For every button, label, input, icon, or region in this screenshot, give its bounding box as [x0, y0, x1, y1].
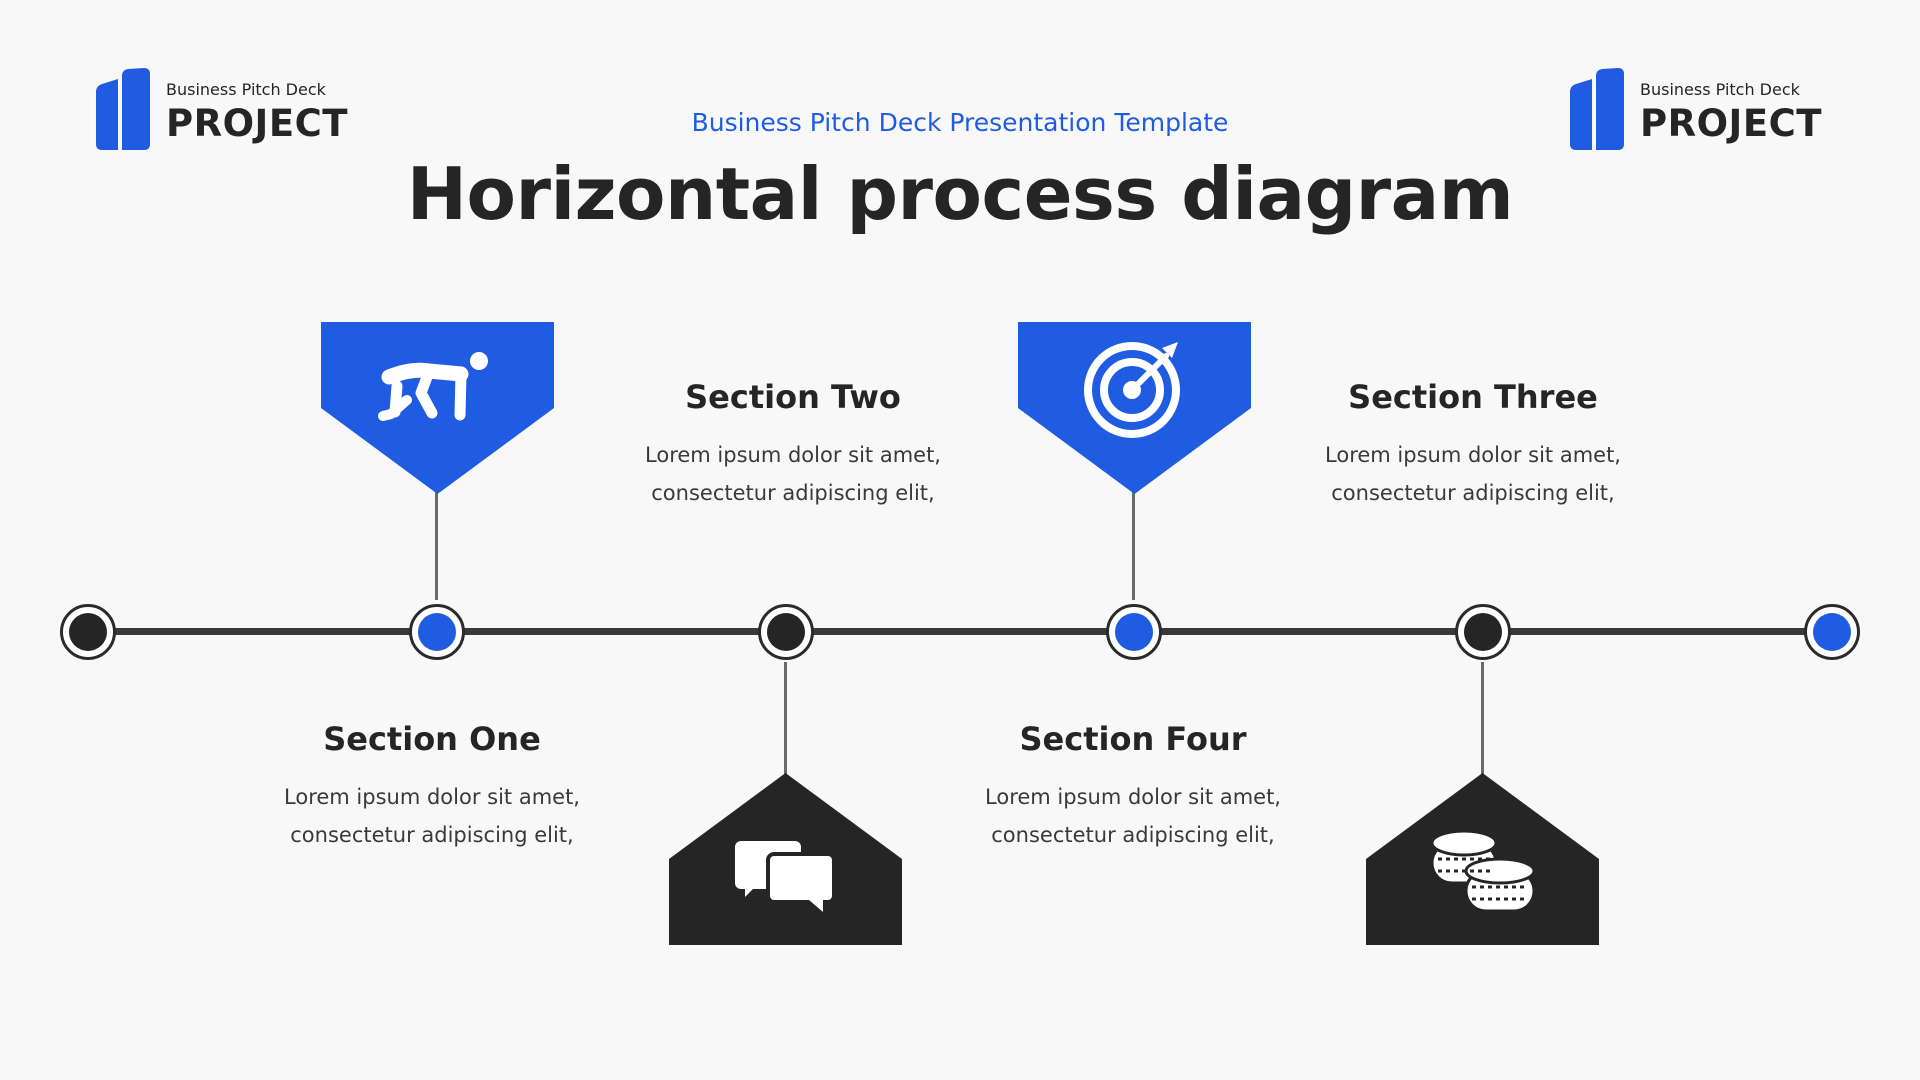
timeline-node	[1106, 604, 1162, 660]
section-three-line1: Lorem ipsum dolor sit amet,	[1325, 443, 1621, 467]
timeline-node	[60, 604, 116, 660]
logo-mark-icon	[96, 68, 150, 150]
section-two-badge	[669, 773, 902, 945]
connector-line	[784, 662, 787, 774]
coins-icon	[1430, 829, 1536, 913]
section-four-body: Lorem ipsum dolor sit amet, consectetur …	[923, 778, 1343, 854]
section-one-line1: Lorem ipsum dolor sit amet,	[284, 785, 580, 809]
section-three-badge	[1366, 773, 1599, 945]
logo-left: Business Pitch Deck PROJECT	[96, 68, 356, 150]
section-two-line1: Lorem ipsum dolor sit amet,	[645, 443, 941, 467]
section-two-line2: consectetur adipiscing elit,	[651, 481, 935, 505]
section-four-line2: consectetur adipiscing elit,	[991, 823, 1275, 847]
connector-line	[435, 488, 438, 600]
section-one-body: Lorem ipsum dolor sit amet, consectetur …	[222, 778, 642, 854]
connector-line	[1132, 488, 1135, 600]
target-icon	[1084, 342, 1180, 438]
section-four-line1: Lorem ipsum dolor sit amet,	[985, 785, 1281, 809]
logo-right: Business Pitch Deck PROJECT	[1570, 68, 1830, 150]
logo-mark-icon	[1570, 68, 1624, 150]
section-one-title: Section One	[323, 720, 541, 758]
runner-start-icon	[378, 352, 488, 421]
section-three-body: Lorem ipsum dolor sit amet, consectetur …	[1263, 436, 1683, 512]
logo-subtitle: Business Pitch Deck	[166, 80, 326, 99]
section-three-line2: consectetur adipiscing elit,	[1331, 481, 1615, 505]
connector-line	[1481, 662, 1484, 774]
section-four-badge	[1018, 322, 1251, 494]
section-two-title: Section Two	[685, 378, 901, 416]
section-one-badge	[321, 322, 554, 494]
section-three-title: Section Three	[1348, 378, 1598, 416]
timeline-line	[90, 628, 1830, 635]
section-four-title: Section Four	[1019, 720, 1247, 758]
timeline-node	[758, 604, 814, 660]
chat-bubbles-icon	[735, 841, 836, 912]
logo-subtitle: Business Pitch Deck	[1640, 80, 1800, 99]
section-two-body: Lorem ipsum dolor sit amet, consectetur …	[583, 436, 1003, 512]
logo-name: PROJECT	[166, 102, 348, 145]
page-subtitle: Business Pitch Deck Presentation Templat…	[691, 108, 1229, 137]
timeline-node	[1455, 604, 1511, 660]
page-title: Horizontal process diagram	[406, 152, 1514, 236]
timeline-node	[409, 604, 465, 660]
timeline-node	[1804, 604, 1860, 660]
logo-name: PROJECT	[1640, 102, 1822, 145]
section-one-line2: consectetur adipiscing elit,	[290, 823, 574, 847]
